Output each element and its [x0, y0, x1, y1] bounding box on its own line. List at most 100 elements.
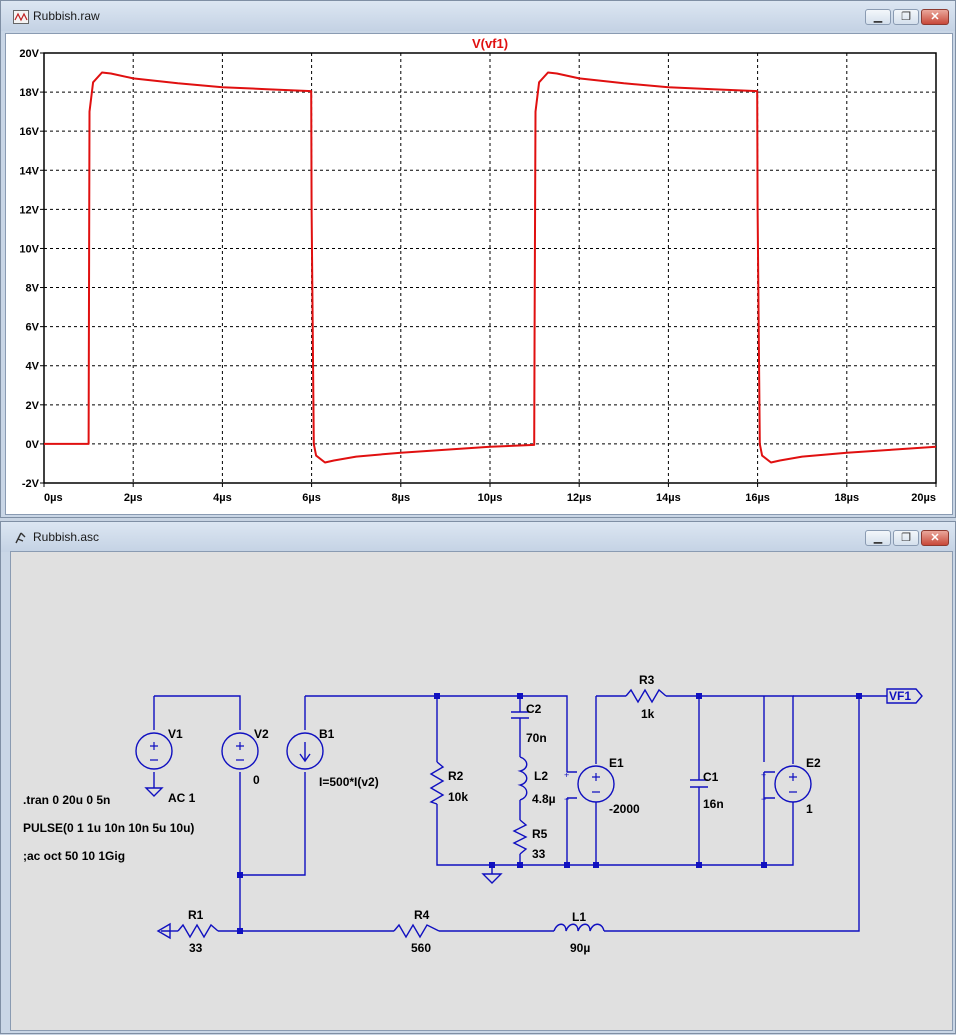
x-tick-label: 10µs	[478, 492, 503, 504]
schematic-titlebar[interactable]: Rubbish.asc ▁ ❐ ✕	[1, 522, 955, 552]
y-tick-label: 6V	[26, 322, 40, 334]
waveform-app-icon	[13, 10, 29, 24]
waveform-window-title: Rubbish.raw	[33, 9, 100, 23]
ground-symbol	[481, 873, 503, 884]
y-tick-label: 4V	[26, 361, 40, 373]
v1-voltage-source	[135, 732, 173, 770]
wire	[436, 804, 605, 866]
c1-label: C1	[703, 770, 719, 784]
r1-value: 33	[189, 941, 203, 955]
r3-value: 1k	[641, 707, 655, 721]
x-tick-label: 6µs	[302, 492, 321, 504]
close-button[interactable]: ✕	[921, 9, 949, 25]
junction-dot	[696, 693, 702, 699]
close-icon: ✕	[930, 11, 940, 23]
r2-label: R2	[448, 769, 464, 783]
y-tick-label: 12V	[19, 204, 39, 216]
maximize-button[interactable]: ❐	[893, 530, 919, 546]
close-button[interactable]: ✕	[921, 530, 949, 546]
trace-title[interactable]: V(vf1)	[472, 36, 508, 51]
maximize-button[interactable]: ❐	[893, 9, 919, 25]
y-tick-label: 2V	[26, 400, 40, 412]
y-tick-label: -2V	[22, 478, 40, 490]
x-tick-label: 8µs	[392, 492, 411, 504]
y-tick-label: 8V	[26, 283, 40, 295]
r5-label: R5	[532, 827, 548, 841]
r1-resistor	[177, 923, 219, 939]
plot-frame	[43, 52, 937, 484]
junction-dot	[237, 872, 243, 878]
junction-dot	[564, 862, 570, 868]
junction-dot	[489, 862, 495, 868]
schematic-window-title: Rubbish.asc	[33, 530, 100, 544]
r1-label: R1	[188, 908, 204, 922]
minimize-icon: ▁	[873, 11, 883, 23]
waveform-titlebar[interactable]: Rubbish.raw ▁ ❐ ✕	[1, 1, 955, 31]
c1-value: 16n	[703, 797, 724, 811]
junction-dot	[517, 693, 523, 699]
r3-label: R3	[639, 673, 655, 687]
l2-value: 4.8µ	[532, 792, 556, 806]
port-arrow-left	[156, 922, 171, 940]
y-tick-label: 10V	[19, 243, 39, 255]
r3-resistor	[625, 688, 667, 704]
v1-value: AC 1	[168, 791, 196, 805]
l1-value: 90µ	[570, 941, 590, 955]
c2-value: 70n	[526, 731, 547, 745]
b1-current-source	[286, 732, 324, 770]
junction-dot	[593, 862, 599, 868]
v2-label: V2	[254, 727, 269, 741]
r5-resistor	[512, 819, 528, 855]
b1-value: I=500*I(v2)	[319, 775, 379, 789]
schematic-drawing[interactable]: + − + − V1	[11, 552, 952, 1030]
e2-label: E2	[806, 756, 821, 770]
x-tick-label: 20µs	[911, 492, 936, 504]
l1-inductor	[553, 923, 605, 932]
b1-label: B1	[319, 727, 335, 741]
spice-directive[interactable]: ;ac oct 50 10 1Gig	[23, 849, 125, 863]
e2-value: 1	[806, 802, 813, 816]
junction-dot	[696, 862, 702, 868]
e2-dependent-source	[774, 765, 812, 803]
minimize-button[interactable]: ▁	[865, 530, 891, 546]
wire	[154, 695, 241, 730]
x-tick-label: 0µs	[44, 492, 63, 504]
schematic-window: Rubbish.asc ▁ ❐ ✕	[0, 521, 956, 1034]
junction-dot	[517, 862, 523, 868]
wire	[605, 802, 794, 866]
ground-symbol	[144, 787, 164, 797]
spice-directive[interactable]: PULSE(0 1 1u 10n 10n 5u 10u)	[23, 821, 194, 835]
minimize-icon: ▁	[873, 532, 883, 544]
v2-voltage-source	[221, 732, 259, 770]
junction-dot	[237, 928, 243, 934]
restore-icon: ❐	[901, 11, 911, 23]
series-line-vvf1[interactable]	[44, 71, 937, 464]
schematic-app-icon	[15, 532, 26, 544]
x-tick-label: 14µs	[656, 492, 681, 504]
minimize-button[interactable]: ▁	[865, 9, 891, 25]
wire	[305, 695, 568, 772]
wire	[666, 695, 794, 764]
x-tick-label: 12µs	[567, 492, 592, 504]
schematic-canvas[interactable]: + − + − V1	[10, 551, 953, 1031]
spice-directive[interactable]: .tran 0 20u 0 5n	[23, 793, 110, 807]
r2-value: 10k	[448, 790, 468, 804]
e2-plus-mark: +	[761, 770, 766, 780]
l2-label: L2	[534, 769, 548, 783]
junction-dot	[434, 693, 440, 699]
v1-label: V1	[168, 727, 183, 741]
e2-minus-mark: −	[761, 794, 766, 804]
junction-dot	[761, 862, 767, 868]
r2-resistor	[429, 761, 445, 805]
r4-value: 560	[411, 941, 431, 955]
e1-minus-mark: −	[564, 794, 569, 804]
vf1-net-label: VF1	[889, 689, 911, 703]
x-tick-label: 16µs	[745, 492, 770, 504]
r4-label: R4	[414, 908, 430, 922]
wire	[604, 696, 860, 932]
e1-label: E1	[609, 756, 624, 770]
waveform-chart[interactable]: V(vf1)-2V0V2V4V6V8V10V12V14V16V18V20V0µs…	[6, 34, 952, 514]
r5-value: 33	[532, 847, 546, 861]
y-tick-label: 18V	[19, 87, 39, 99]
